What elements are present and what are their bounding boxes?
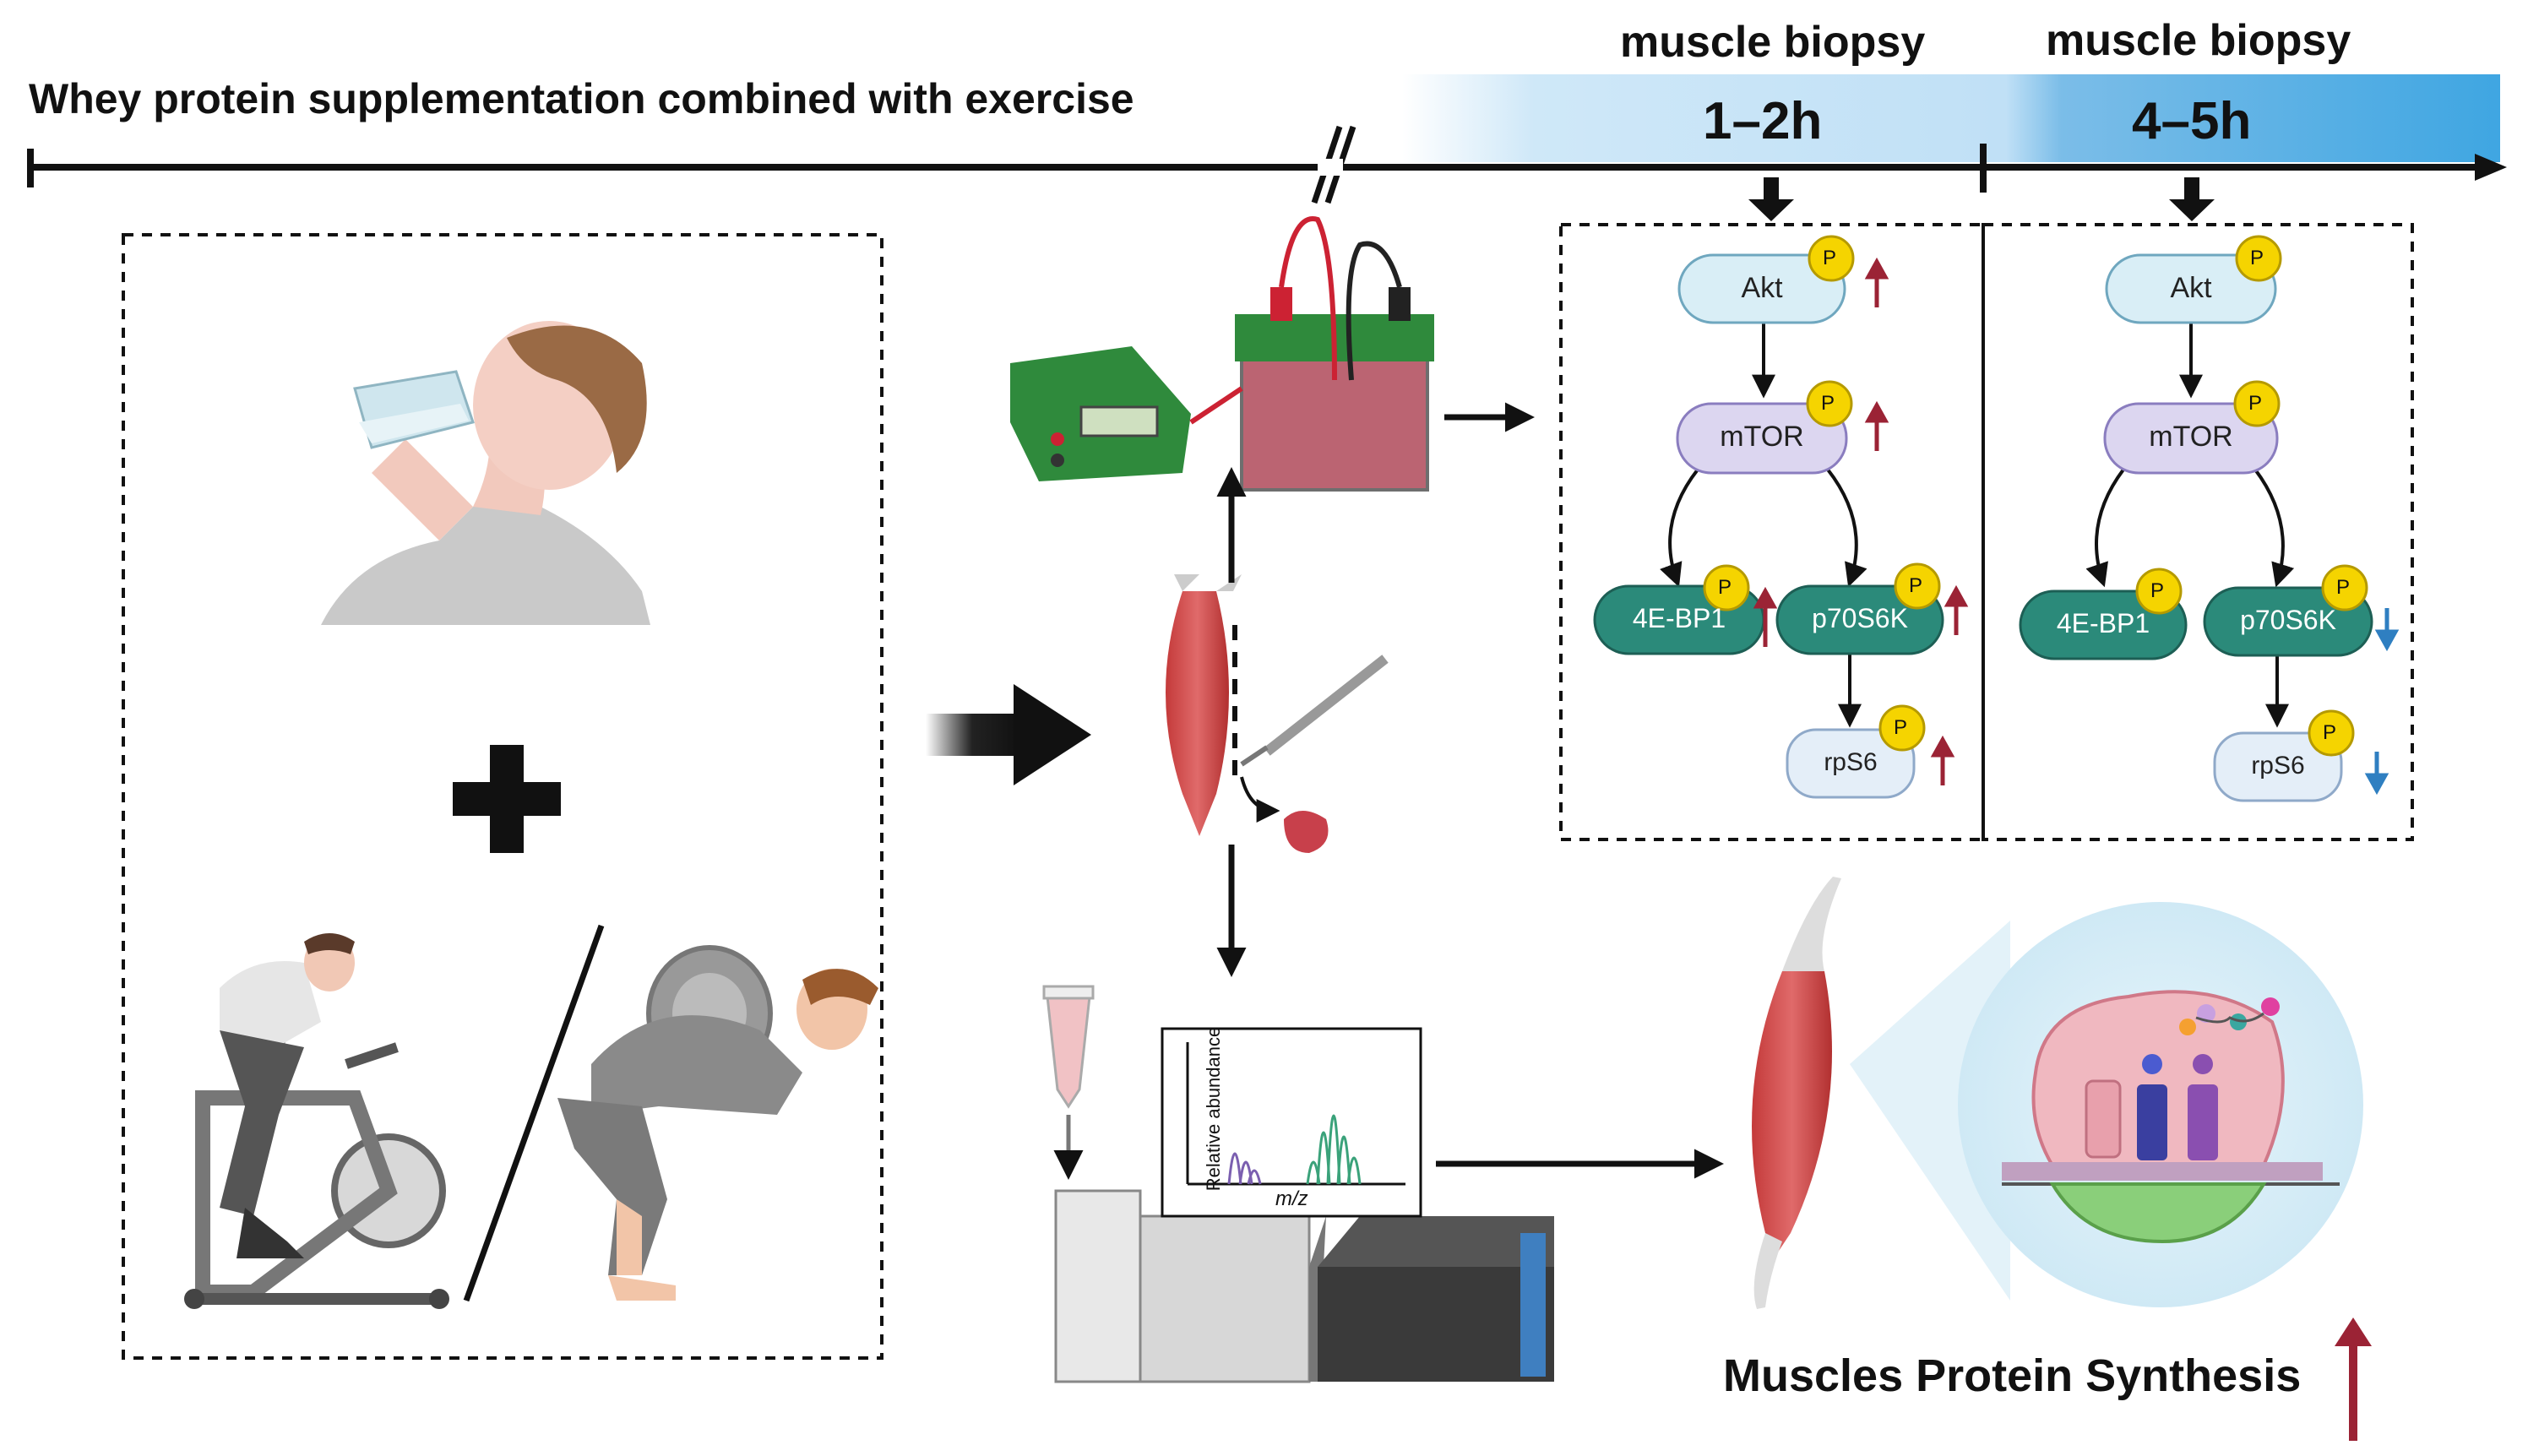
p-akt-late: P: [2250, 247, 2264, 269]
up-arrow-akt: [1864, 257, 1889, 307]
p-akt-early: P: [1823, 247, 1837, 269]
cycling-illustration: [184, 933, 449, 1309]
phospho-akt-late: [2235, 235, 2282, 282]
down-arrow-rps6: [2364, 752, 2389, 796]
phospho-rps6-early: [1878, 704, 1926, 752]
p-rps6-early: P: [1894, 716, 1908, 739]
up-arrow-4ebp1: [1753, 586, 1778, 647]
phospho-mtor-early: [1806, 380, 1853, 427]
spectrum-peaks: [1227, 1114, 1362, 1185]
up-arrow-rps6: [1930, 735, 1955, 785]
node-rps6-early: [1786, 728, 1916, 799]
label-mtor-late: mTOR: [2149, 421, 2233, 453]
plus-sign: [453, 745, 561, 853]
western-blot-apparatus: [1010, 216, 1434, 492]
node-akt-early: [1677, 253, 1846, 324]
label-rps6-late: rpS6: [2251, 752, 2305, 780]
label-akt-late: Akt: [2170, 272, 2212, 304]
outcome-label: Muscles Protein Synthesis: [1723, 1350, 2302, 1401]
up-arrow-p70: [1944, 584, 1969, 635]
p-mtor-late: P: [2248, 392, 2263, 415]
label-p70-early: p70S6K: [1812, 603, 1908, 633]
person-drinking-illustration: [321, 321, 650, 625]
biopsy-arrow-2: [2169, 177, 2215, 221]
timeline-arrowhead: [2475, 154, 2507, 181]
spectrum-ylabel: Relative abundance: [1203, 1026, 1225, 1192]
time-label-2: 4–5h: [2132, 92, 2252, 150]
node-akt-late: [2105, 253, 2277, 324]
label-4ebp1-early: 4E-BP1: [1632, 603, 1726, 633]
squat-illustration: [557, 945, 878, 1301]
outcome-muscle-illustration: [1752, 877, 1841, 1309]
big-right-arrow: [926, 684, 1091, 785]
biopsy-label-2: muscle biopsy: [2046, 16, 2351, 65]
label-4ebp1-late: 4E-BP1: [2056, 608, 2150, 638]
node-p70s6k-early: [1775, 584, 1944, 655]
muscle-biopsy-illustration: [1166, 574, 1389, 853]
phospho-p70-early: [1894, 562, 1941, 610]
biopsy-label-1: muscle biopsy: [1620, 18, 1926, 67]
p-4ebp1-late: P: [2150, 579, 2165, 602]
ribosome-illustration: [2002, 990, 2340, 1244]
magnify-cone: [1850, 921, 2010, 1301]
phospho-akt-early: [1808, 235, 1855, 282]
pathway-box-early: [1559, 223, 1985, 841]
biopsy-arrow-1: [1748, 177, 1794, 221]
node-mtor-late: [2103, 402, 2279, 475]
p-rps6-late: P: [2323, 721, 2337, 744]
intervention-box: [122, 233, 883, 1360]
phospho-p70-late: [2321, 564, 2368, 611]
phospho-rps6-late: [2308, 709, 2355, 757]
pathway-box-late: [1982, 223, 2414, 841]
timeline-band: [1402, 74, 2500, 162]
time-label-1: 1–2h: [1703, 92, 1823, 150]
or-divider: [463, 924, 605, 1302]
phospho-4ebp1-late: [2135, 568, 2183, 615]
node-mtor-early: [1676, 402, 1848, 475]
p-p70-late: P: [2336, 576, 2351, 599]
node-rps6-late: [2213, 731, 2343, 802]
p-p70-early: P: [1909, 574, 1923, 597]
p-mtor-early: P: [1821, 392, 1835, 415]
phospho-4ebp1-early: [1703, 564, 1750, 611]
label-mtor-early: mTOR: [1720, 421, 1804, 453]
label-rps6-early: rpS6: [1824, 748, 1878, 776]
up-arrow-mtor: [1864, 400, 1889, 451]
phospho-mtor-late: [2233, 380, 2281, 427]
main-title: Whey protein supplementation combined wi…: [29, 75, 1134, 122]
label-akt-early: Akt: [1741, 272, 1783, 304]
spectrum-xlabel: m/z: [1275, 1187, 1308, 1210]
down-arrow-p70: [2374, 608, 2400, 652]
p-4ebp1-early: P: [1718, 576, 1732, 599]
label-p70-late: p70S6K: [2240, 605, 2336, 635]
